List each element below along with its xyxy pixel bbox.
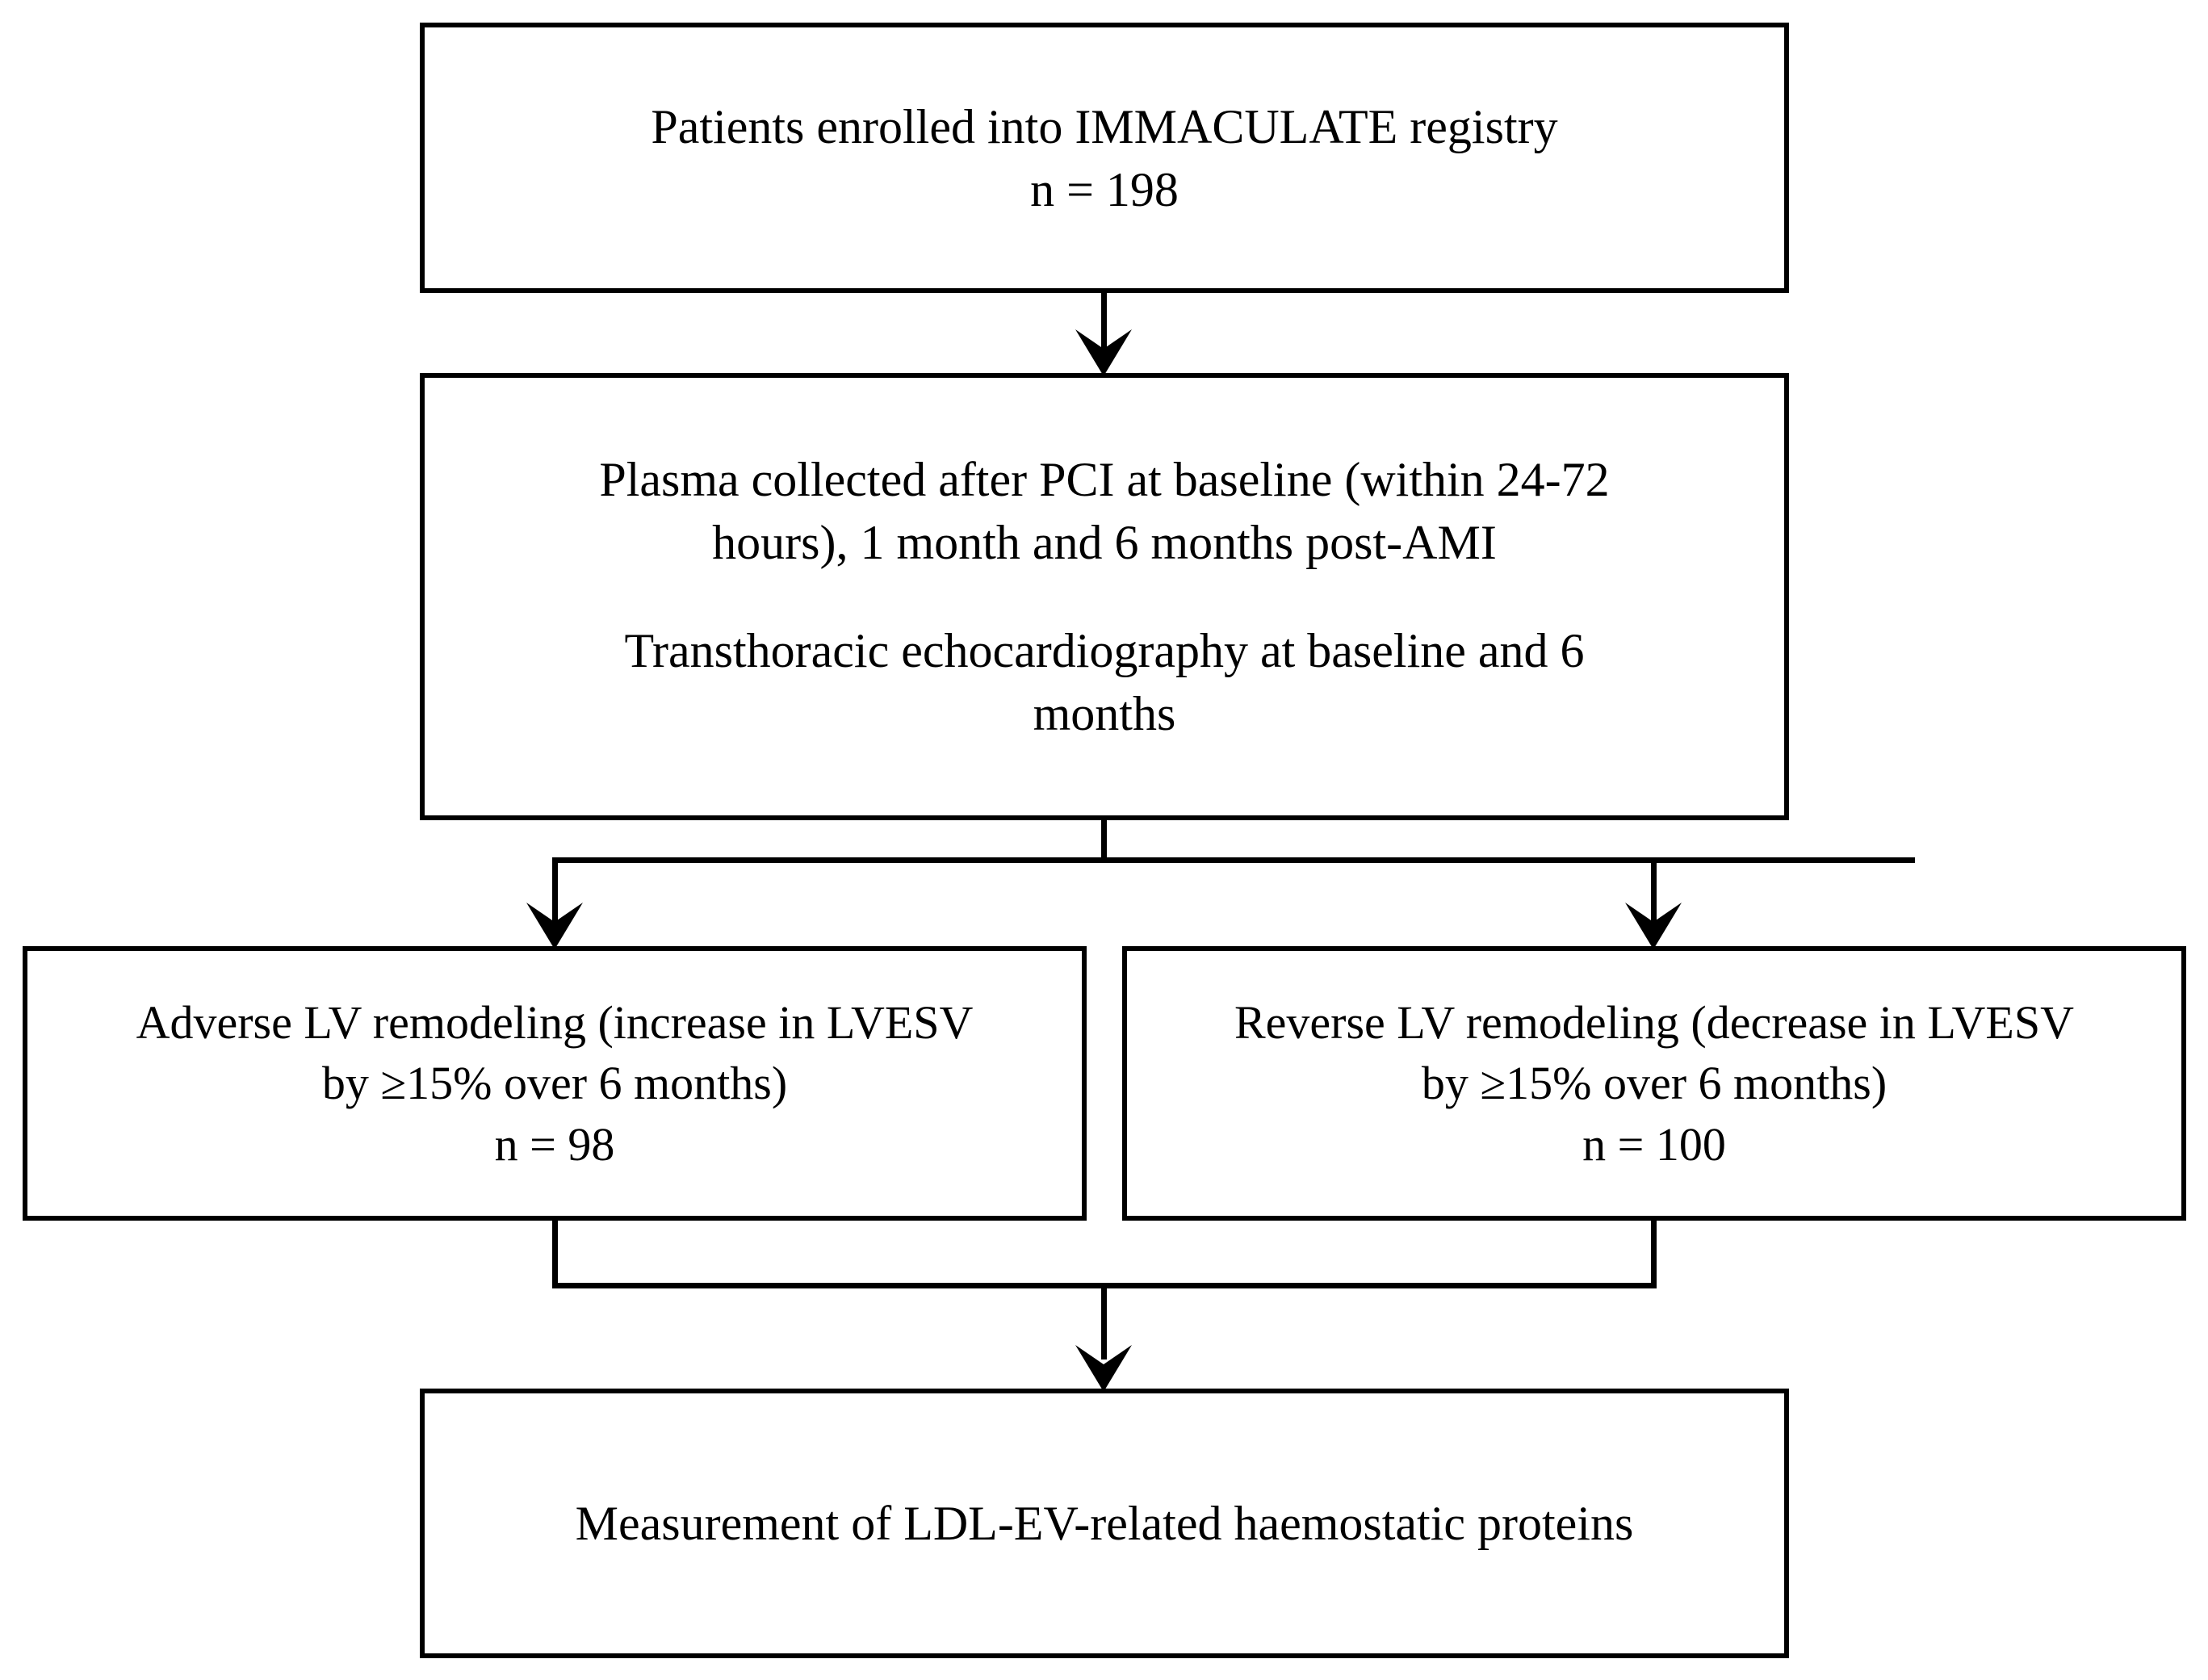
edge-adverse-merge-stem — [552, 1216, 558, 1288]
node-patients-enrolled-line-2: n = 198 — [1030, 162, 1179, 216]
node-adverse-lv-remodeling-line-3: n = 98 — [494, 1117, 615, 1171]
edge-collection-to-reverse-line — [1651, 857, 1657, 930]
node-plasma-collection-line-2: hours), 1 month and 6 months post-AMI — [712, 516, 1497, 569]
node-plasma-collection-line-4: months — [1033, 687, 1176, 740]
edge-enrolled-to-collection-line — [1101, 293, 1107, 356]
node-patients-enrolled-line-1: Patients enrolled into IMMACULATE regist… — [651, 99, 1558, 153]
node-plasma-collection-line-1: Plasma collected after PCI at baseline (… — [599, 453, 1610, 506]
edge-reverse-merge-stem — [1651, 1216, 1657, 1288]
node-reverse-lv-remodeling-line-2: by ≥15% over 6 months) — [1421, 1057, 1887, 1110]
node-adverse-lv-remodeling-line-1: Adverse LV remodeling (increase in LVESV — [136, 995, 974, 1049]
node-reverse-lv-remodeling[interactable]: Reverse LV remodeling (decrease in LVESV… — [1122, 946, 2186, 1221]
edge-merge-to-measurement-line — [1101, 1283, 1107, 1360]
edge-collection-split-bar — [552, 857, 1915, 863]
node-reverse-lv-remodeling-line-3: n = 100 — [1582, 1117, 1726, 1171]
node-plasma-collection-line-3: Transthoracic echocardiography at baseli… — [624, 624, 1585, 677]
edge-collection-to-adverse-line — [552, 857, 558, 930]
node-plasma-collection[interactable]: Plasma collected after PCI at baseline (… — [420, 373, 1789, 820]
node-reverse-lv-remodeling-line-1: Reverse LV remodeling (decrease in LVESV — [1234, 995, 2074, 1049]
node-measurement-proteins-line-1: Measurement of LDL-EV-related haemostati… — [575, 1497, 1634, 1550]
node-patients-enrolled[interactable]: Patients enrolled into IMMACULATE regist… — [420, 23, 1789, 293]
edge-collection-split-stem — [1101, 820, 1107, 862]
node-adverse-lv-remodeling-line-2: by ≥15% over 6 months) — [321, 1057, 788, 1110]
node-measurement-proteins[interactable]: Measurement of LDL-EV-related haemostati… — [420, 1389, 1789, 1658]
node-adverse-lv-remodeling[interactable]: Adverse LV remodeling (increase in LVESV… — [23, 946, 1087, 1221]
